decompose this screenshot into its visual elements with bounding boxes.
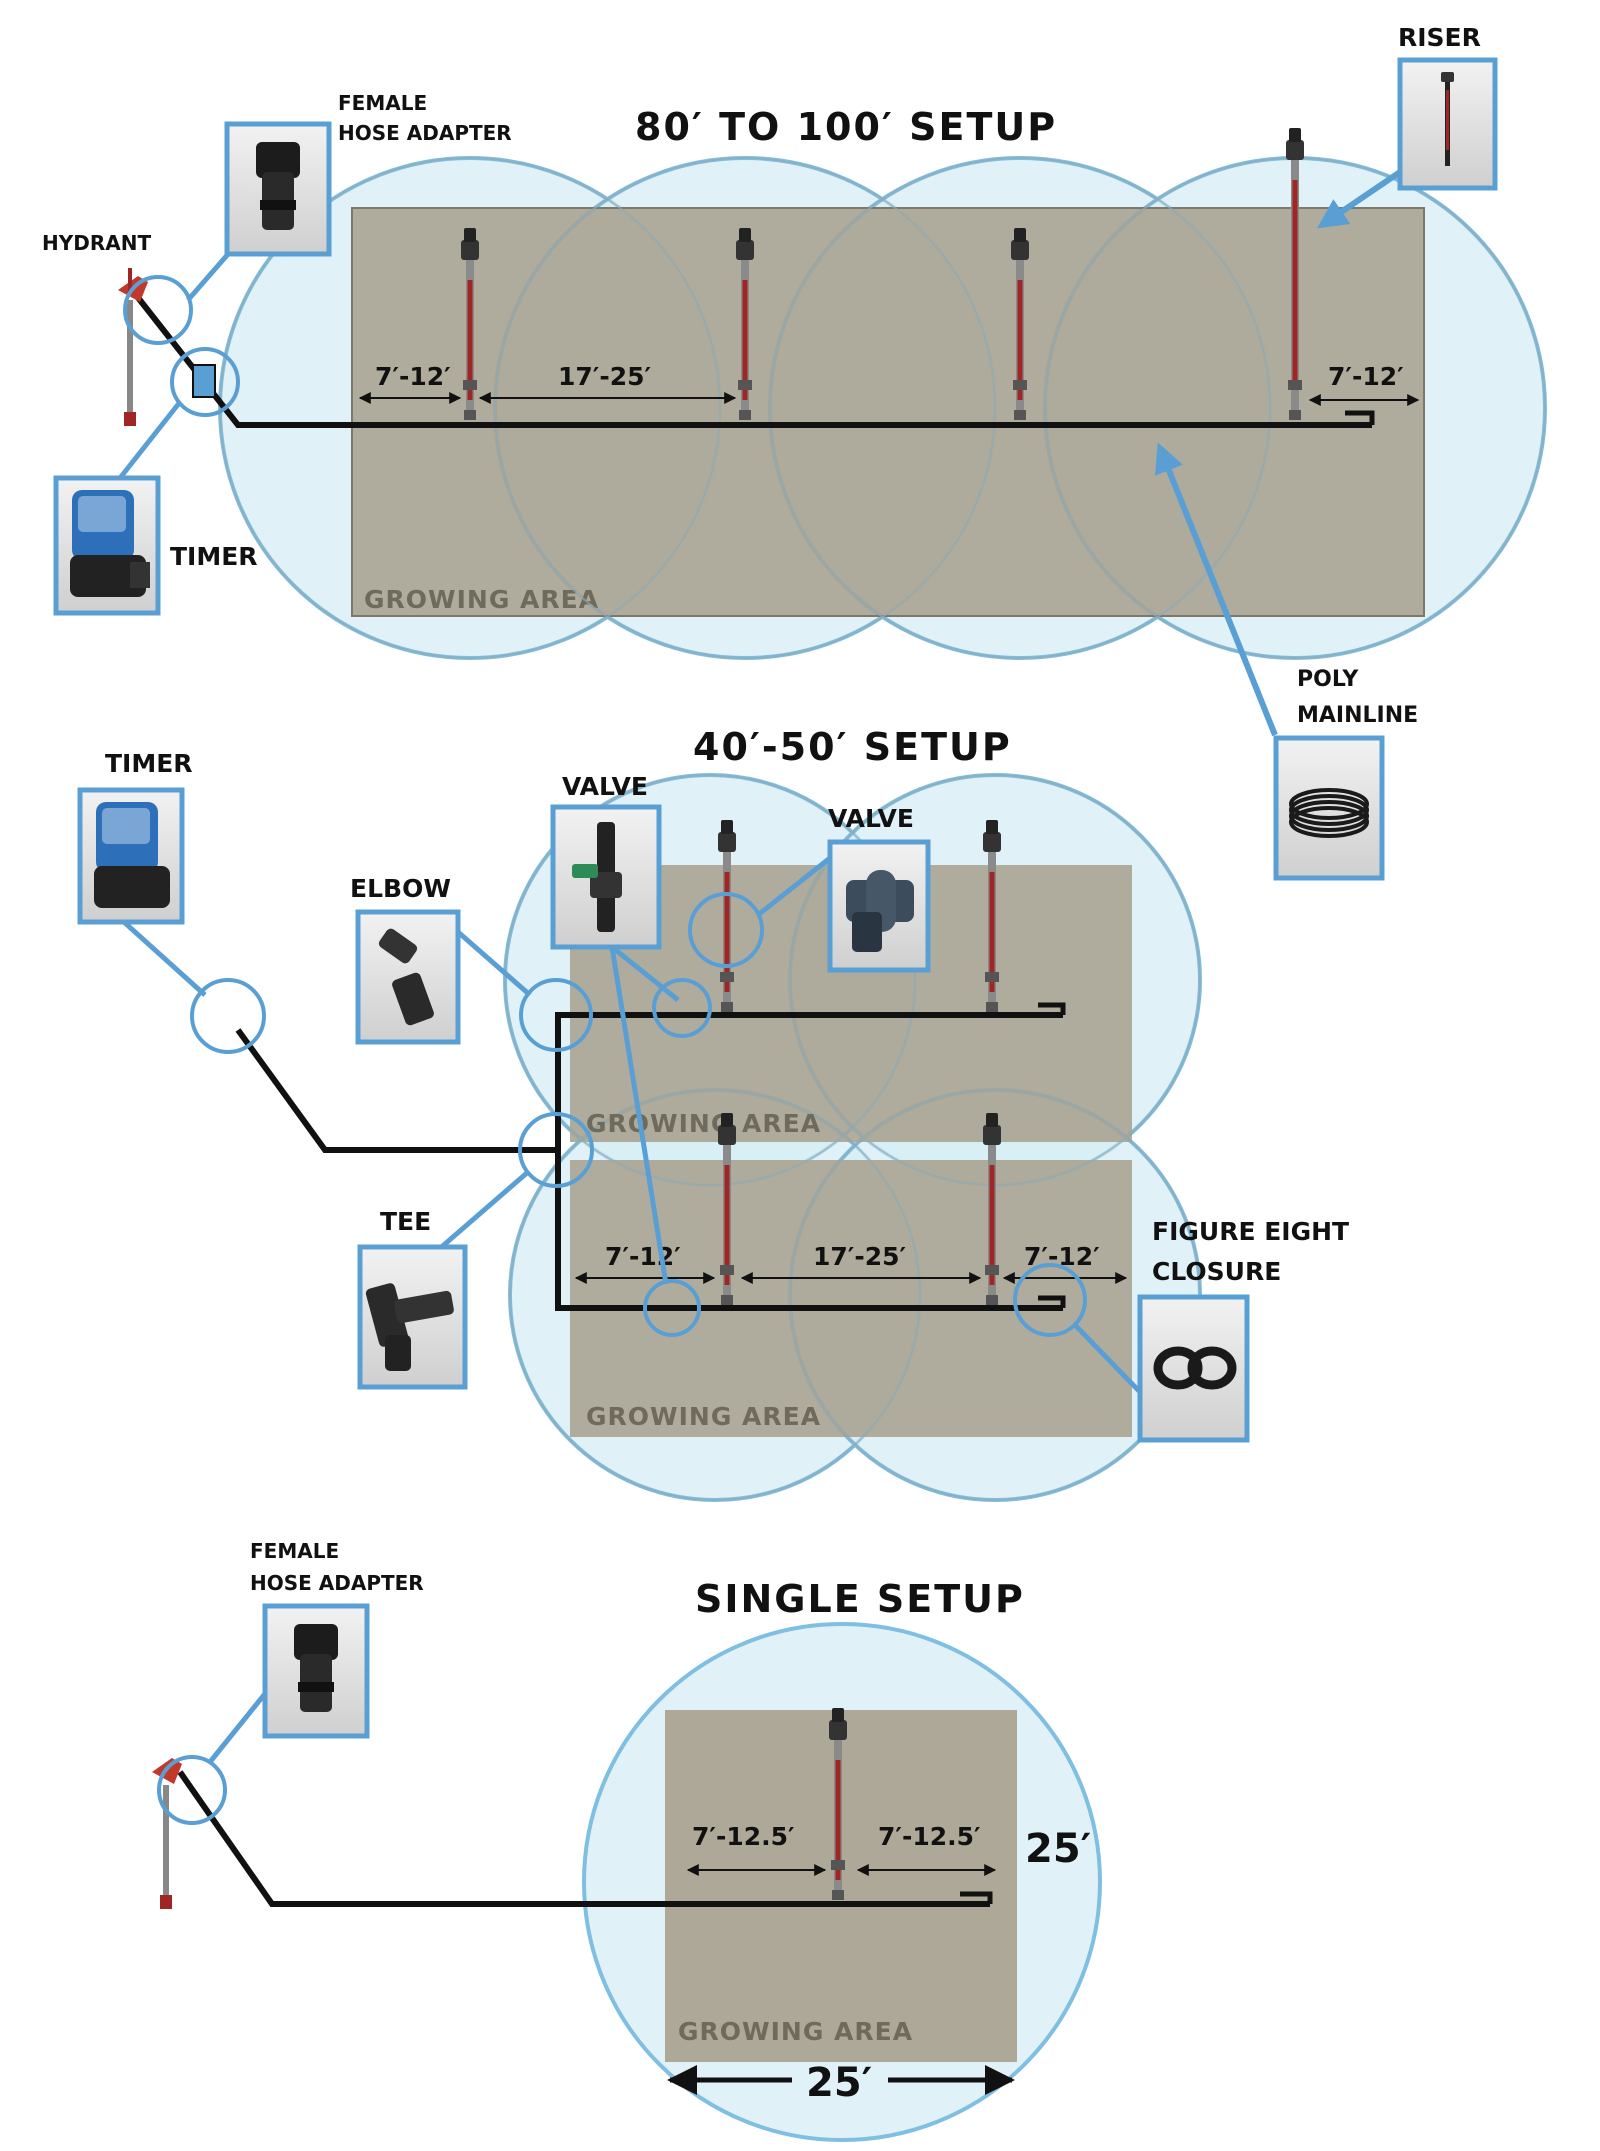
tee-label: TEE — [380, 1207, 431, 1236]
female-hose-adapter-label-1: FEMALE — [250, 1539, 339, 1563]
female-hose-adapter-icon — [256, 142, 300, 230]
timer-label-top: TIMER — [170, 542, 258, 571]
hydrant-icon — [152, 1758, 182, 1909]
dim-height-bottom: 25′ — [1025, 1826, 1091, 1872]
dim-mid-middle: 17′-25′ — [813, 1242, 906, 1271]
title-bottom: SINGLE SETUP — [695, 1577, 1025, 1621]
dim-left-bottom: 7′-12.5′ — [692, 1822, 795, 1851]
poly-label-1: POLY — [1297, 667, 1359, 692]
growing-area-label: GROWING AREA — [586, 1402, 821, 1431]
female-hose-adapter-icon — [294, 1624, 338, 1712]
tee-fitting-icon — [365, 1283, 454, 1371]
valve-callout-circle — [688, 892, 764, 968]
dim-right-top: 7′-12′ — [1328, 362, 1404, 391]
poly-mainline-middle — [235, 1028, 558, 1153]
hydrant-callout-circle — [157, 1755, 227, 1825]
figure-eight-label-2: CLOSURE — [1152, 1257, 1281, 1286]
figure-eight-closure-icon — [1153, 1346, 1237, 1390]
riser-label: RISER — [1398, 23, 1481, 52]
growing-area-label: GROWING AREA — [586, 1109, 821, 1138]
hydrant-label: HYDRANT — [42, 231, 151, 255]
middle-setup: GROWING AREA GROWING AREA 7′-12′ 17′-25′… — [77, 725, 1349, 1502]
figure-eight-callout-circle — [1013, 1263, 1087, 1337]
hydrant-callout-circle — [123, 275, 193, 345]
title-middle: 40′-50′ SETUP — [693, 725, 1012, 769]
timer-callout-circle — [170, 347, 240, 417]
pvc-valve-icon — [846, 870, 914, 952]
poly-mainline-icon — [1289, 788, 1369, 838]
dim-width-bottom: 25′ — [806, 2060, 872, 2106]
timer-callout-circle — [190, 978, 266, 1054]
hydrant-icon — [118, 268, 148, 426]
dim-left-middle: 7′-12′ — [605, 1242, 681, 1271]
elbow-callout-circle — [519, 978, 593, 1052]
top-setup: GROWING AREA 7′-12′ 17′-25′ 7′-12′ 80′ T… — [42, 23, 1547, 881]
figure-eight-label-1: FIGURE EIGHT — [1152, 1217, 1349, 1246]
growing-area-label: GROWING AREA — [678, 2017, 913, 2046]
female-hose-adapter-label-2: HOSE ADAPTER — [338, 121, 512, 145]
ball-valve-icon — [572, 822, 622, 932]
dim-left-top: 7′-12′ — [375, 362, 451, 391]
valve-callout-circle — [652, 978, 712, 1038]
female-hose-adapter-label-2: HOSE ADAPTER — [250, 1571, 424, 1595]
valve-callout-circle — [643, 1279, 701, 1337]
growing-area-top — [351, 207, 1425, 617]
elbow-fitting-icon — [378, 928, 434, 1026]
riser-photo-icon — [1441, 72, 1454, 166]
growing-area-label: GROWING AREA — [364, 585, 599, 614]
tee-callout-circle — [518, 1112, 594, 1188]
valve-label-2: VALVE — [828, 804, 914, 833]
elbow-label: ELBOW — [350, 874, 451, 903]
poly-label-2: MAINLINE — [1297, 703, 1418, 728]
dim-mid-top: 17′-25′ — [558, 362, 651, 391]
title-top: 80′ TO 100′ SETUP — [635, 105, 1057, 149]
timer-label-middle: TIMER — [105, 749, 193, 778]
timer-icon — [94, 802, 170, 908]
bottom-setup: GROWING AREA 7′-12.5′ 7′-12.5′ 25′ 25′ S… — [152, 1539, 1102, 2142]
valve-label-1: VALVE — [562, 772, 648, 801]
female-hose-adapter-label-1: FEMALE — [338, 91, 427, 115]
poly-mainline-top — [129, 288, 1372, 428]
dim-right-bottom: 7′-12.5′ — [878, 1822, 981, 1851]
timer-icon — [70, 490, 150, 597]
